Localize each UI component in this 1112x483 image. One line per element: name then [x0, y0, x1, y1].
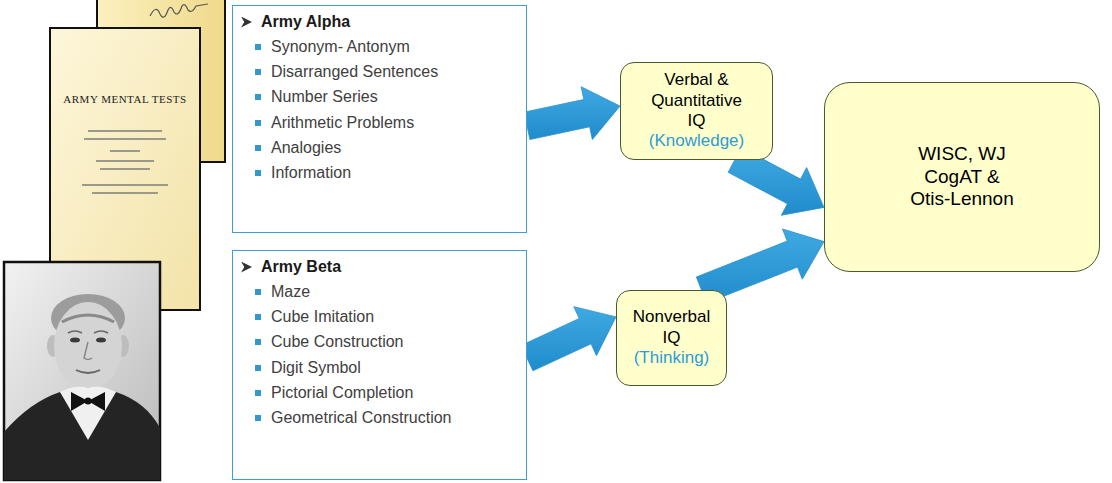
square-bullet [255, 365, 261, 371]
list-heading: Army Alpha [261, 13, 350, 31]
square-bullet [255, 94, 261, 100]
list-item: Disarranged Sentences [271, 63, 438, 81]
square-bullet [255, 145, 261, 151]
block-arrow [521, 307, 616, 371]
square-bullet [255, 44, 261, 50]
square-bullet [255, 314, 261, 320]
box-label: WISC, WJ CogAT & Otis-Lennon [902, 143, 1022, 211]
iq-box: Verbal & Quantitative IQ(Knowledge) [620, 62, 773, 160]
book-title: ARMY MENTAL TESTS [50, 93, 200, 105]
square-bullet [255, 69, 261, 75]
list-item: Geometrical Construction [271, 409, 452, 427]
list-item: Information [271, 164, 351, 182]
list-item: Pictorial Completion [271, 384, 413, 402]
iq-box: Nonverbal IQ(Thinking) [616, 290, 727, 386]
block-arrow [524, 87, 620, 140]
test-list-box: Army BetaMazeCube ImitationCube Construc… [232, 250, 527, 480]
arrow-bullet [241, 17, 252, 28]
list-item: Cube Construction [271, 333, 404, 351]
list-item: Synonym- Antonym [271, 38, 410, 56]
list-item: Digit Symbol [271, 359, 361, 377]
square-bullet [255, 415, 261, 421]
box-label: Verbal & Quantitative IQ [641, 70, 753, 131]
square-bullet [255, 339, 261, 345]
square-bullet [255, 289, 261, 295]
box-note: (Thinking) [634, 348, 710, 368]
box-note: (Knowledge) [649, 131, 744, 151]
test-list-box: Army AlphaSynonym- AntonymDisarranged Se… [232, 5, 527, 233]
portrait-photo [4, 262, 160, 480]
list-item: Maze [271, 283, 310, 301]
square-bullet [255, 170, 261, 176]
arrow-bullet [241, 262, 252, 273]
square-bullet [255, 120, 261, 126]
square-bullet [255, 390, 261, 396]
list-item: Analogies [271, 139, 341, 157]
list-item: Arithmetic Problems [271, 114, 414, 132]
list-heading: Army Beta [261, 258, 341, 276]
test-battery-box: WISC, WJ CogAT & Otis-Lennon [824, 82, 1100, 272]
list-item: Number Series [271, 88, 378, 106]
box-label: Nonverbal IQ [626, 307, 718, 348]
list-item: Cube Imitation [271, 308, 374, 326]
